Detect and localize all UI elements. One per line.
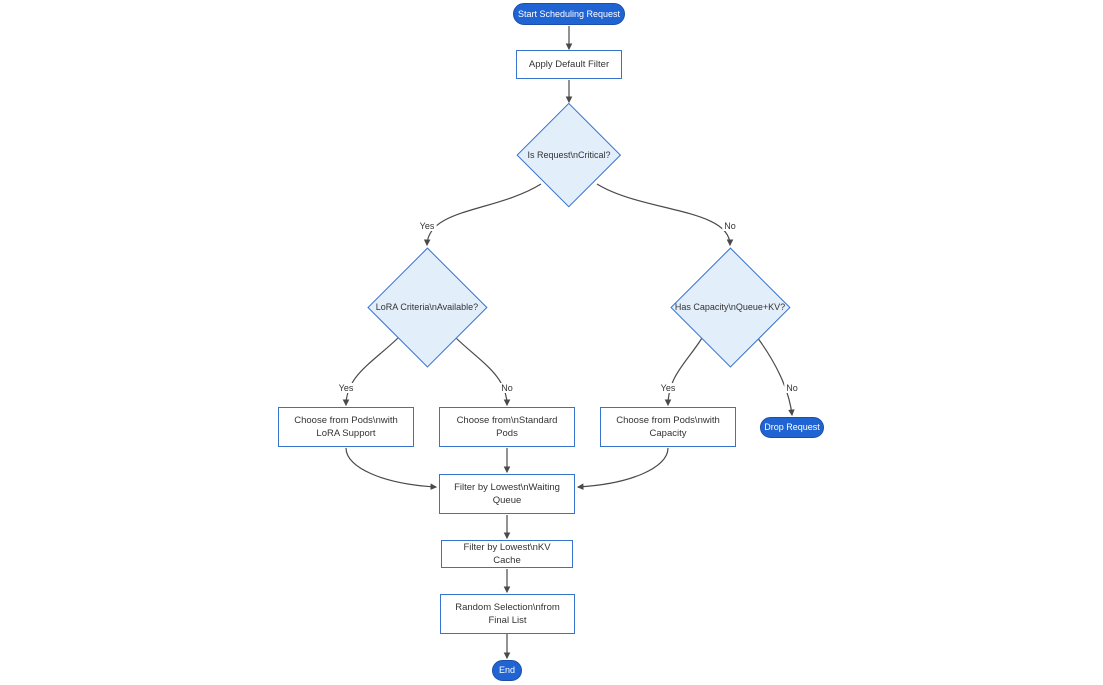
node-apply-default-filter: Apply Default Filter [516, 50, 622, 79]
node-choose-capacity-pods: Choose from Pods\nwith Capacity [600, 407, 736, 447]
edge-critical-yes-to-lora [423, 183, 542, 247]
decision-label: Has Capacity\nQueue+KV? [674, 302, 786, 312]
node-choose-standard-pods: Choose from\nStandard Pods [439, 407, 575, 447]
node-random-selection: Random Selection\nfrom Final List [440, 594, 575, 634]
edge-choose-capacity-to-filter-queue [576, 447, 669, 490]
node-start: Start Scheduling Request [513, 3, 625, 25]
edge-lora-no-to-choose-standard [455, 337, 511, 407]
edge-label-critical-no: No [722, 221, 738, 231]
edge-label-critical-yes: Yes [417, 221, 437, 231]
edge-choose-lora-to-filter-queue [345, 447, 438, 490]
node-end: End [492, 660, 522, 681]
node-drop-request: Drop Request [760, 417, 824, 438]
edge-lora-yes-to-choose-lora [342, 337, 399, 407]
node-has-capacity-decision: Has Capacity\nQueue+KV? [669, 246, 791, 368]
node-lora-available-decision: LoRA Criteria\nAvailable? [366, 246, 488, 368]
edge-label-lora-yes: Yes [336, 383, 356, 393]
edge-capacity-yes-to-choose-capacity [664, 337, 703, 407]
edge-label-lora-no: No [499, 383, 515, 393]
edge-label-capacity-yes: Yes [658, 383, 678, 393]
node-filter-kv-cache: Filter by Lowest\nKV Cache [441, 540, 573, 568]
node-is-critical-decision: Is Request\nCritical? [516, 102, 622, 208]
decision-label: LoRA Criteria\nAvailable? [375, 302, 479, 312]
edge-critical-no-to-capacity [596, 183, 734, 247]
node-filter-waiting-queue: Filter by Lowest\nWaiting Queue [439, 474, 575, 514]
edge-capacity-no-to-drop [756, 336, 795, 417]
decision-label: Is Request\nCritical? [527, 150, 611, 160]
node-choose-lora-pods: Choose from Pods\nwith LoRA Support [278, 407, 414, 447]
edge-label-capacity-no: No [784, 383, 800, 393]
